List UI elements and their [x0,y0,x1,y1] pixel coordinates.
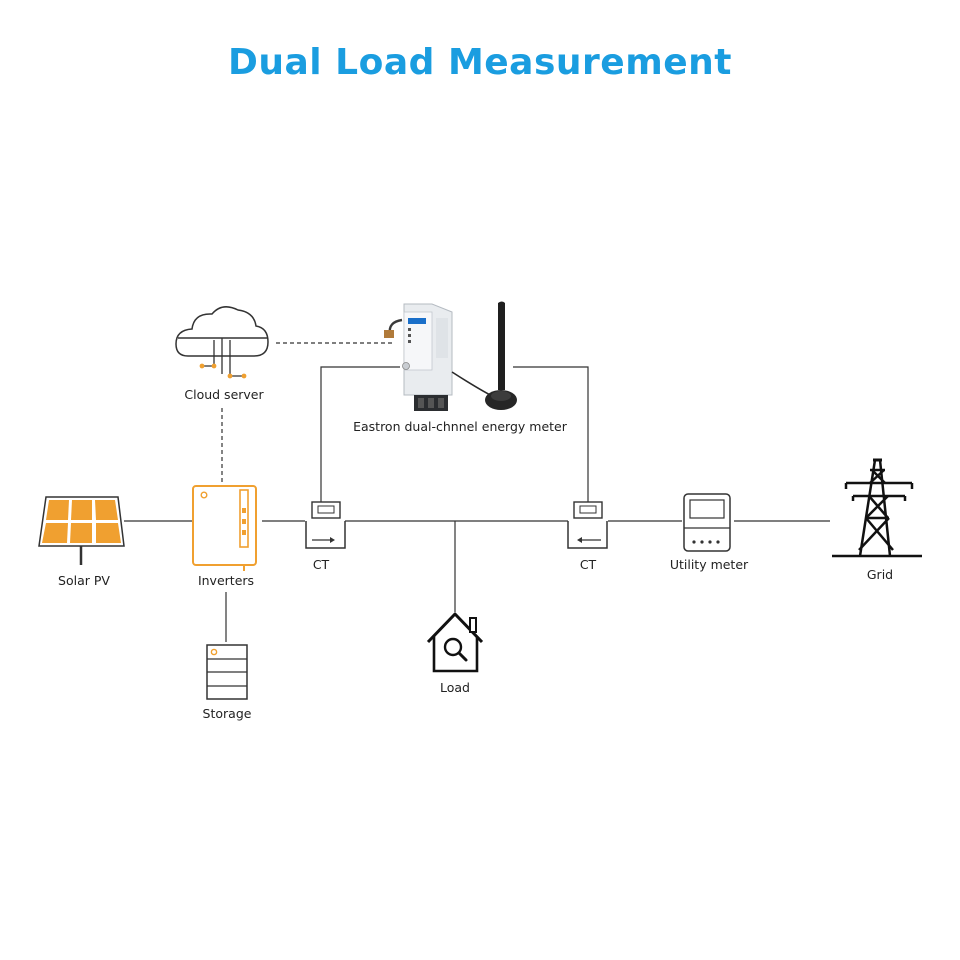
ct-left-label: CT [313,557,330,572]
line-ct-right-meter [513,366,589,505]
solar-pv-label: Solar PV [58,573,110,588]
ct-right-icon [567,501,608,549]
ct-right-label: CT [580,557,597,572]
ct-left-icon [305,501,346,549]
energy-meter-device [384,303,453,411]
utility-meter-icon [683,493,731,552]
inverters-label: Inverters [198,573,254,588]
transmission-tower-icon [832,458,922,558]
search-icon [443,637,468,662]
diagram-title: Dual Load Measurement [228,42,732,83]
utility-meter-label: Utility meter [670,557,749,572]
storage-icon [206,644,248,700]
connections [124,342,830,642]
cloud-icon [175,306,269,379]
inverter-icon [192,485,257,571]
grid-label: Grid [867,567,893,582]
energy-meter-label: Eastron dual-chnnel energy meter [353,419,568,434]
antenna-icon [451,301,517,410]
storage-label: Storage [203,706,252,721]
house-icon [426,612,484,673]
line-ct-left-meter [320,366,400,505]
load-label: Load [440,680,470,695]
cloud-server-label: Cloud server [184,387,264,402]
solar-panel-icon [38,496,125,565]
